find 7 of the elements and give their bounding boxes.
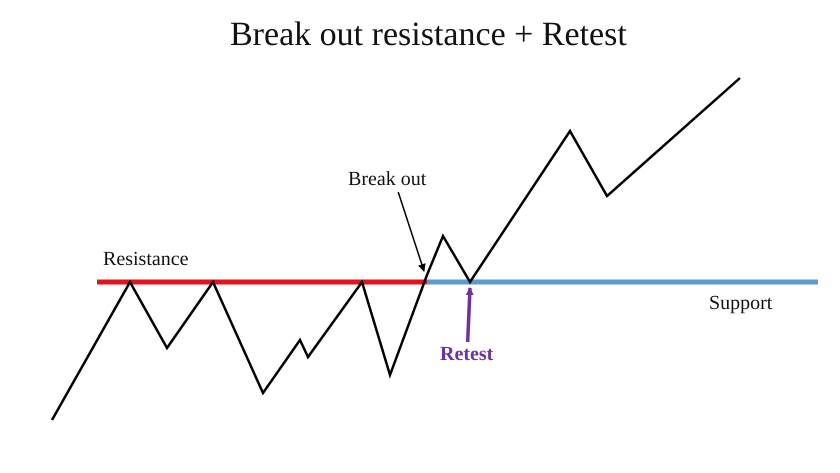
leader-arrow	[466, 287, 474, 342]
axis-level-label: Support	[709, 292, 772, 315]
callout-label: Retest	[440, 343, 494, 366]
callout-label: Break out	[348, 168, 426, 191]
chart-title: Break out resistance + Retest	[230, 16, 627, 54]
axis-level-label: Resistance	[103, 248, 189, 271]
leader-arrow	[398, 192, 426, 272]
